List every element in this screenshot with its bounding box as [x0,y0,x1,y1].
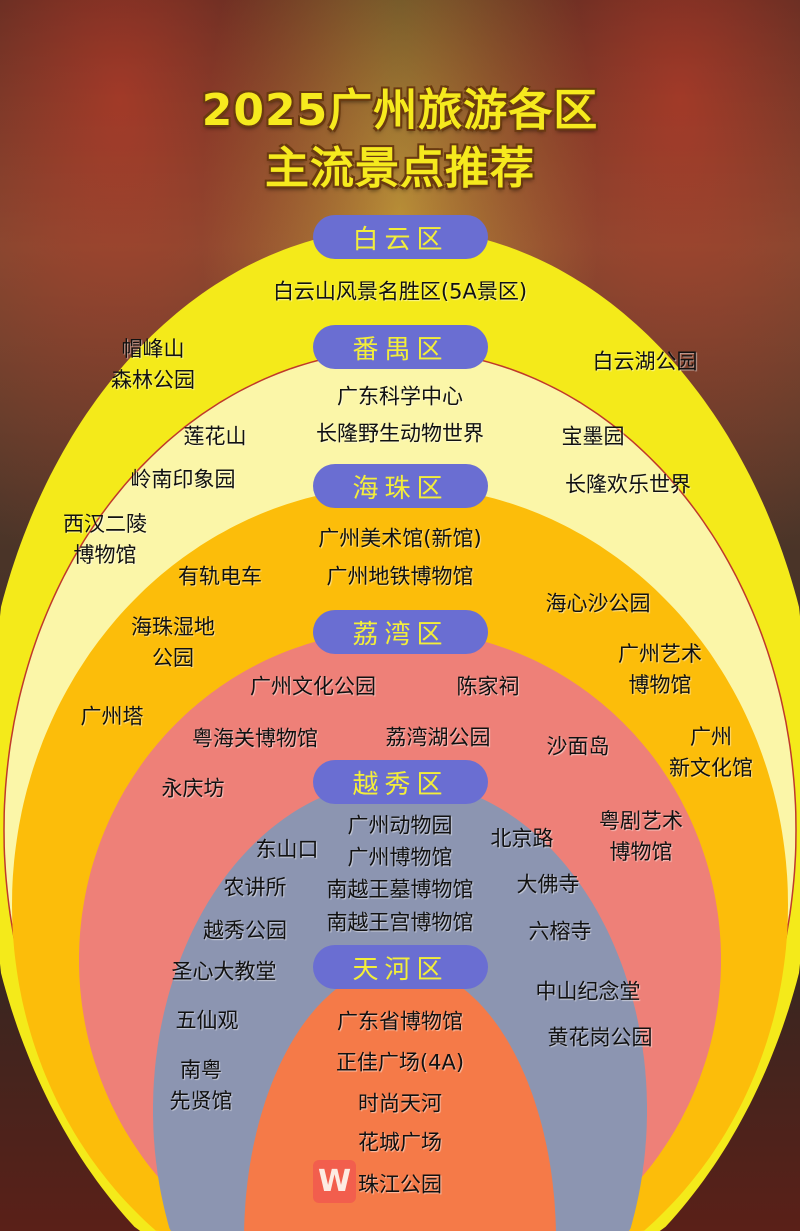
spot-tianhe: 花城广场 [358,1130,442,1155]
spot-liwan: 陈家祠 [456,674,520,699]
spot-yuexiu: 南粤先贤馆 [169,1058,233,1113]
spot-baiyun: 白云山风景名胜区(5A景区) [272,279,528,304]
title-line-2: 主流景点推荐 [265,143,535,194]
spot-liwan: 沙面岛 [546,734,610,759]
spot-yuexiu: 广州博物馆 [347,845,453,870]
spot-yuexiu: 五仙观 [175,1008,239,1033]
spot-liwan: 永庆坊 [161,776,225,801]
spot-panyu: 西汉二陵博物馆 [63,512,147,567]
spot-yuexiu: 南越王墓博物馆 [326,877,474,902]
spot-liwan: 粤海关博物馆 [192,726,318,751]
district-label-yuexiu: 越秀区 [313,760,488,804]
district-label-baiyun: 白云区 [313,215,488,259]
spot-baiyun: 帽峰山森林公园 [111,337,195,392]
district-label-haizhu: 海珠区 [313,464,488,508]
spot-haizhu: 广州新文化馆 [669,725,753,780]
spot-haizhu: 广州塔 [80,704,144,729]
spot-yuexiu: 六榕寺 [528,919,592,944]
spot-liwan: 粤剧艺术博物馆 [599,809,683,864]
spot-yuexiu: 越秀公园 [203,918,287,943]
spot-panyu: 广东科学中心 [337,384,463,409]
spot-tianhe: 时尚天河 [358,1091,442,1116]
spot-yuexiu: 北京路 [490,826,554,851]
title-line-1: 2025广州旅游各区 [201,85,599,136]
spot-haizhu: 广州地铁博物馆 [326,564,474,589]
spot-panyu: 长隆欢乐世界 [565,472,691,497]
spot-panyu: 莲花山 [183,424,247,449]
spot-yuexiu: 东山口 [255,837,319,862]
spot-panyu: 长隆野生动物世界 [316,421,484,446]
spot-tianhe: 广东省博物馆 [337,1009,463,1034]
spot-yuexiu: 南越王宫博物馆 [326,910,474,935]
wps-watermark-logo: W [313,1160,356,1203]
spot-haizhu: 广州美术馆(新馆) [318,526,482,551]
spot-yuexiu: 黄花岗公园 [547,1025,653,1050]
district-label-tianhe: 天河区 [313,945,488,989]
spot-yuexiu: 圣心大教堂 [171,959,277,984]
spot-haizhu: 海珠湿地公园 [131,615,215,670]
spot-yuexiu: 中山纪念堂 [535,979,641,1004]
spot-liwan: 广州文化公园 [250,674,376,699]
spot-yuexiu: 大佛寺 [516,872,580,897]
spot-tianhe: 珠江公园 [358,1172,442,1197]
spot-yuexiu: 农讲所 [223,875,287,900]
spot-tianhe: 正佳广场(4A) [335,1050,465,1075]
spot-yuexiu: 广州动物园 [347,813,453,838]
spot-haizhu: 广州艺术博物馆 [618,642,702,697]
spot-liwan: 荔湾湖公园 [385,725,491,750]
spot-panyu: 岭南印象园 [130,467,236,492]
spot-haizhu: 海心沙公园 [545,591,651,616]
spot-haizhu: 有轨电车 [178,564,262,589]
district-label-liwan: 荔湾区 [313,610,488,654]
spot-baiyun: 白云湖公园 [592,349,698,374]
spot-panyu: 宝墨园 [561,424,625,449]
district-label-panyu: 番禺区 [313,325,488,369]
